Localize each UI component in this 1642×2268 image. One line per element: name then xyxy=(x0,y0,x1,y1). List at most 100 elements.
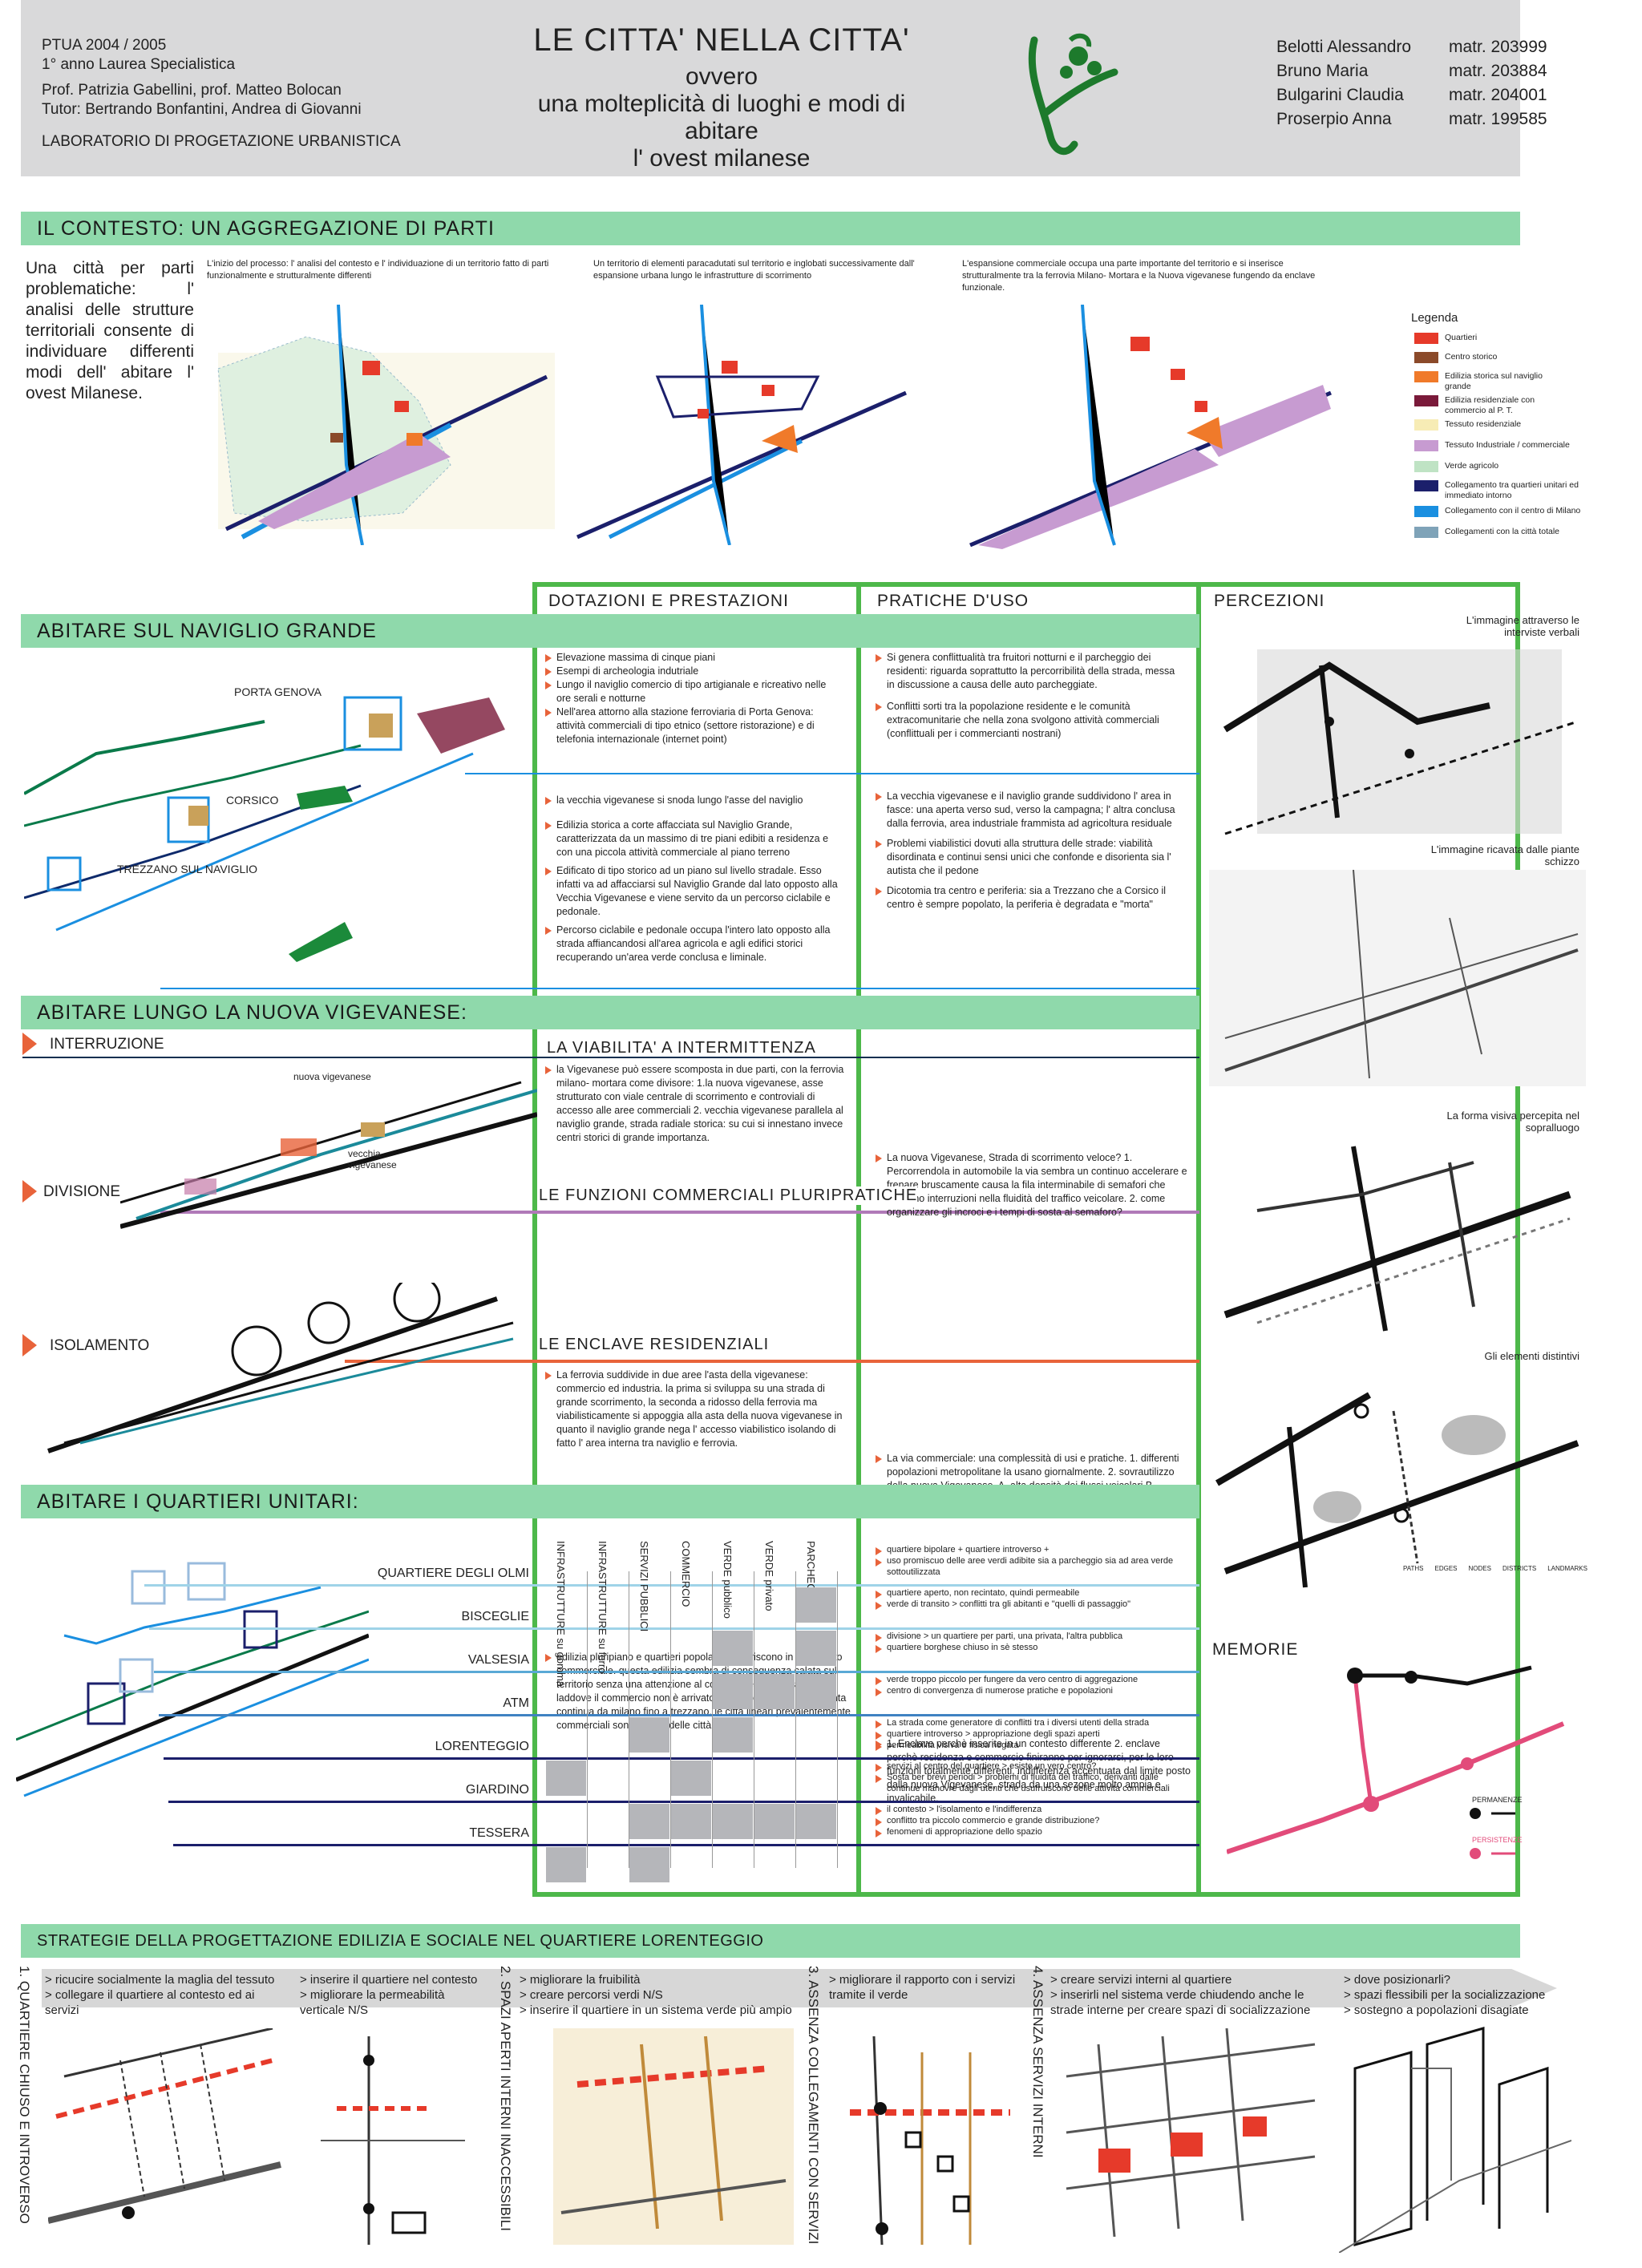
matrix-column-header: VERDE pubblico xyxy=(722,1541,734,1619)
goal-item: > collegare il quartiere al contesto ed … xyxy=(45,1988,255,2017)
goal-item: > creare servizi interni al quartiere xyxy=(1050,1973,1232,1987)
bullet: Lungo il naviglio comercio di tipo artig… xyxy=(545,678,842,705)
matrix-cell-filled xyxy=(629,1717,669,1753)
contesto-intro: Una città per parti problematiche: l' an… xyxy=(26,259,194,402)
matrix-cell-filled xyxy=(754,1674,795,1709)
section-band-naviglio: ABITARE SUL NAVIGLIO GRANDE xyxy=(21,614,1199,648)
matrix-row-notes: quartiere aperto, non recintato, quindi … xyxy=(876,1587,1188,1610)
matrix-cell-filled xyxy=(546,1761,586,1796)
strategy-label-4: 4. ASSENZA SERVIZI INTERNI xyxy=(1030,1966,1045,2158)
naviglio-dotazioni-1: Elevazione massima di cinque piani Esemp… xyxy=(545,651,842,746)
note-item: quartiere aperto, non recintato, quindi … xyxy=(876,1587,1188,1599)
legend-item: Tessuto residenziale xyxy=(1414,419,1615,440)
column-header-percezioni: PERCEZIONI xyxy=(1214,592,1325,610)
bullet: Conflitti sorti tra la popolazione resid… xyxy=(876,700,1180,741)
strategy-goals-4: > migliorare il rapporto con i servizi t… xyxy=(829,1972,1029,2003)
note-item: Sosta ber brevi periodi > problemi di fl… xyxy=(876,1772,1188,1794)
contesto-caption-2: Un territorio di elementi paracadutati s… xyxy=(593,259,915,281)
matrix-column-header: INFRASTRUTTURE su gomma xyxy=(555,1541,567,1688)
legend-item: Edilizia storica sul naviglio grande xyxy=(1414,371,1615,395)
strategy-label-3: 3. ASSENZA COLLEGAMENTI CON SERVIZI xyxy=(806,1966,821,2245)
strategie-arrow-bar xyxy=(42,1969,1557,2007)
naviglio-dotazioni-2: la vecchia vigevanese si snoda lungo l'a… xyxy=(545,794,842,964)
matrix-cell-filled xyxy=(713,1631,753,1666)
matrix-row-notes: verde troppo piccolo per fungere da vero… xyxy=(876,1674,1188,1696)
matrix-row-line xyxy=(164,1757,1199,1760)
naviglio-map xyxy=(24,696,505,962)
contesto-map-2 xyxy=(576,305,908,545)
goal-item: > spazi flessibili per la socializzazion… xyxy=(1344,1988,1546,2002)
bullet: la vecchia vigevanese si snoda lungo l'a… xyxy=(545,794,842,807)
matrix-row-label: QUARTIERE DEGLI OLMI xyxy=(377,1567,529,1580)
matrix-cell-filled xyxy=(629,1847,669,1882)
goal-item: > inserire il quartiere in un sistema ve… xyxy=(520,2003,792,2017)
header-title-block: LE CITTA' NELLA CITTA' ovvero una moltep… xyxy=(513,22,930,172)
matrix-cell-filled xyxy=(796,1587,836,1623)
legend-title: Legenda xyxy=(1411,311,1458,325)
legend-paths: PATHS xyxy=(1403,1565,1424,1572)
legend-swatch xyxy=(1414,352,1438,363)
matrix-row-notes: La strada come generatore di conflitti t… xyxy=(876,1717,1188,1751)
heading-funzioni: LE FUNZIONI COMMERCIALI PLURIPRATICHE xyxy=(539,1187,918,1205)
quartieri-map xyxy=(16,1562,369,1797)
strategy-goals-6: > dove posizionarli? > spazi flessibili … xyxy=(1344,1972,1568,2018)
matrix-cell-filled xyxy=(713,1804,753,1839)
vigevanese-map-1 xyxy=(120,1081,537,1229)
course-code: PTUA 2004 / 2005 xyxy=(42,37,167,54)
label-porta-genova: PORTA GENOVA xyxy=(234,685,322,698)
vig-dotazioni-2: La ferrovia suddivide in due aree l'asta… xyxy=(545,1368,853,1450)
percezione-caption-4: Gli elementi distintivi xyxy=(1484,1350,1580,1362)
legend-swatch xyxy=(1414,527,1438,538)
note-item: verde di transito > conflitti tra gli ab… xyxy=(876,1599,1188,1610)
bullet: La vecchia vigevanese e il naviglio gran… xyxy=(876,790,1180,831)
legend-swatch xyxy=(1414,371,1438,382)
legend-swatch xyxy=(1414,419,1438,431)
note-item: il contesto > l'isolamento e l'indiffere… xyxy=(876,1804,1188,1815)
matrix-row-line xyxy=(168,1801,1199,1803)
legend-item: Collegamenti con la città totale xyxy=(1414,527,1615,546)
section-band-quartieri: ABITARE I QUARTIERI UNITARI: xyxy=(21,1485,1199,1518)
heading-enclave: LE ENCLAVE RESIDENZIALI xyxy=(539,1336,770,1354)
matrix-column-header: INFRASTRUTTURE su ferro xyxy=(597,1541,609,1674)
note-item: servizi al centro del quartiere > esiste… xyxy=(876,1761,1188,1772)
section-band-vigevanese: ABITARE LUNGO LA NUOVA VIGEVANESE: xyxy=(21,996,1199,1029)
map-label-nuova: nuova vigevanese xyxy=(293,1071,371,1082)
memorie-map xyxy=(1227,1665,1565,1859)
matrix-row-label: ATM xyxy=(503,1696,529,1710)
sub-divisione: DIVISIONE xyxy=(43,1183,121,1200)
percezione-caption-1: L'immagine attraverso le interviste verb… xyxy=(1466,614,1579,638)
label-corsico: CORSICO xyxy=(226,794,279,807)
matrix-row-label: BISCEGLIE xyxy=(461,1610,529,1623)
column-header-dotazioni: DOTAZIONI E PRESTAZIONI xyxy=(548,592,789,610)
naviglio-pratiche-1: Si genera conflittualità tra fruitori no… xyxy=(876,651,1180,741)
strategy-label-1: 1. QUARTIERE CHIUSO E INTROVERSO xyxy=(17,1966,32,2224)
label-trezzano: TREZZANO SUL NAVIGLIO xyxy=(117,863,258,875)
bullet: Esempi di archeologia indutriale xyxy=(545,665,842,678)
professors: Prof. Patrizia Gabellini, prof. Matteo B… xyxy=(42,82,342,99)
matrix-cell-filled xyxy=(796,1674,836,1709)
bullet: Problemi viabilistici dovuti alla strutt… xyxy=(876,837,1180,878)
strategy-goals-5: > creare servizi interni al quartiere > … xyxy=(1050,1972,1331,2018)
subtitle-place: l' ovest milanese xyxy=(633,145,811,172)
strategy-sketch-3 xyxy=(553,2028,794,2245)
strategy-sketch-1 xyxy=(48,2028,281,2224)
note-item: La strada come generatore di conflitti t… xyxy=(876,1717,1188,1728)
section-band-contesto: IL CONTESTO: UN AGGREGAZIONE DI PARTI xyxy=(21,212,1520,245)
note-item: conflitto tra piccolo commercio e grande… xyxy=(876,1815,1188,1826)
matrix-row-notes: servizi al centro del quartiere > esiste… xyxy=(876,1761,1188,1794)
legend-swatch xyxy=(1414,395,1438,406)
green-frame-percezioni xyxy=(1196,582,1520,1897)
bullet: Edificato di tipo storico ad un piano su… xyxy=(545,864,842,919)
percezione-caption-3: La forma visiva percepita nel sopralluog… xyxy=(1446,1110,1579,1134)
matrix-column-line xyxy=(795,1571,796,1868)
note-item: quartiere introverso > appropriazione de… xyxy=(876,1728,1188,1740)
logo-icon xyxy=(1028,33,1118,156)
bullet: Nell'area attorno alla stazione ferrovia… xyxy=(545,705,842,746)
memorie-heading: MEMORIE xyxy=(1212,1640,1299,1659)
section-band-strategie: STRATEGIE DELLA PROGETTAZIONE EDILIZIA E… xyxy=(21,1924,1520,1958)
matrix-row-line xyxy=(159,1714,1199,1716)
